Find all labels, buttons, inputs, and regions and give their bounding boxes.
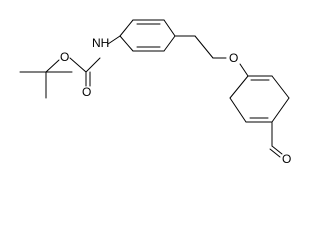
bond <box>85 57 101 73</box>
amine-nh-label: NH <box>92 36 109 50</box>
bond <box>69 57 87 73</box>
benzene-ring-2 <box>229 75 290 123</box>
bond <box>119 35 134 52</box>
bond <box>163 19 176 37</box>
aldehyde-oxygen-label: O <box>282 152 291 166</box>
bond <box>271 75 290 99</box>
bond <box>119 19 134 37</box>
bond <box>194 35 214 59</box>
bond <box>107 35 121 45</box>
bond <box>163 35 176 52</box>
benzene-ring-1 <box>119 19 176 52</box>
bond <box>271 97 290 123</box>
bond <box>229 97 247 123</box>
carbonyl-oxygen-label: O <box>82 85 91 99</box>
bond <box>269 148 281 158</box>
ether-oxygen-label: O <box>229 51 238 65</box>
molecule-structure: O O NH O O <box>19 19 292 166</box>
bond <box>239 63 249 77</box>
carbamate-oxygen-label: O <box>60 50 69 64</box>
bond <box>271 145 283 155</box>
tert-butyl-group <box>19 59 73 99</box>
bond <box>229 75 249 99</box>
bond <box>45 59 60 73</box>
